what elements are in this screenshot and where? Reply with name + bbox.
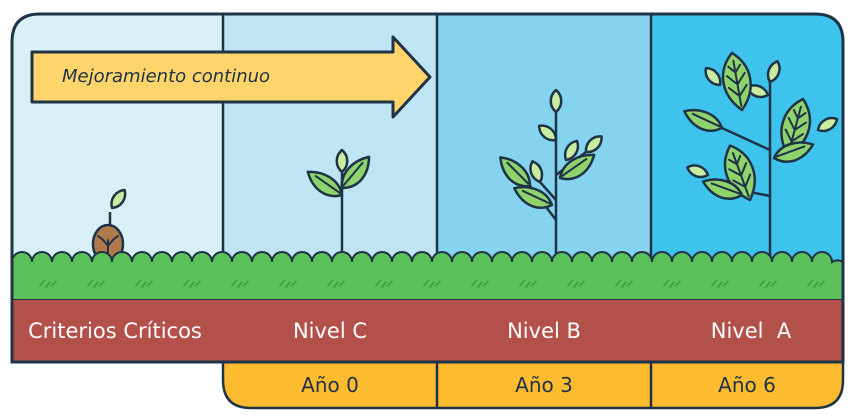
- grass-icon: [11, 251, 844, 301]
- level-band: [12, 300, 843, 362]
- diagram-frame: [10, 12, 845, 364]
- grass-tick: [423, 280, 441, 288]
- column-label-nivel-c: Nivel C: [293, 319, 367, 343]
- grass-tick: [759, 280, 777, 288]
- grass-tick: [567, 280, 585, 288]
- young-plant-icon: [491, 88, 607, 268]
- arrow-label: Mejoramiento continuo: [62, 66, 270, 87]
- arrow-icon: [30, 35, 432, 119]
- year-label-nivel-a: Año 6: [718, 373, 776, 397]
- column-label-criterios: Criterios Críticos: [28, 319, 202, 343]
- grass-tick: [183, 280, 201, 288]
- grass-tick: [711, 280, 729, 288]
- year-label-nivel-c: Año 0: [301, 373, 359, 397]
- column-label-nivel-b: Nivel B: [507, 319, 581, 343]
- grass-tick: [471, 280, 489, 288]
- year-label-nivel-b: Año 3: [515, 373, 573, 397]
- grass-tick: [39, 280, 57, 288]
- grass-tick: [87, 280, 105, 288]
- grass-tick: [615, 280, 633, 288]
- year-band: [221, 360, 845, 410]
- grass-tick: [279, 280, 297, 288]
- grass-tick: [519, 280, 537, 288]
- grass-tick: [807, 280, 825, 288]
- grass-tick: [663, 280, 681, 288]
- grass-tick: [231, 280, 249, 288]
- column-label-nivel-a: Nivel A: [711, 319, 792, 343]
- grass-tick: [375, 280, 393, 288]
- mature-plant-icon: [680, 49, 841, 270]
- grass-tick: [135, 280, 153, 288]
- grass-tick: [327, 280, 345, 288]
